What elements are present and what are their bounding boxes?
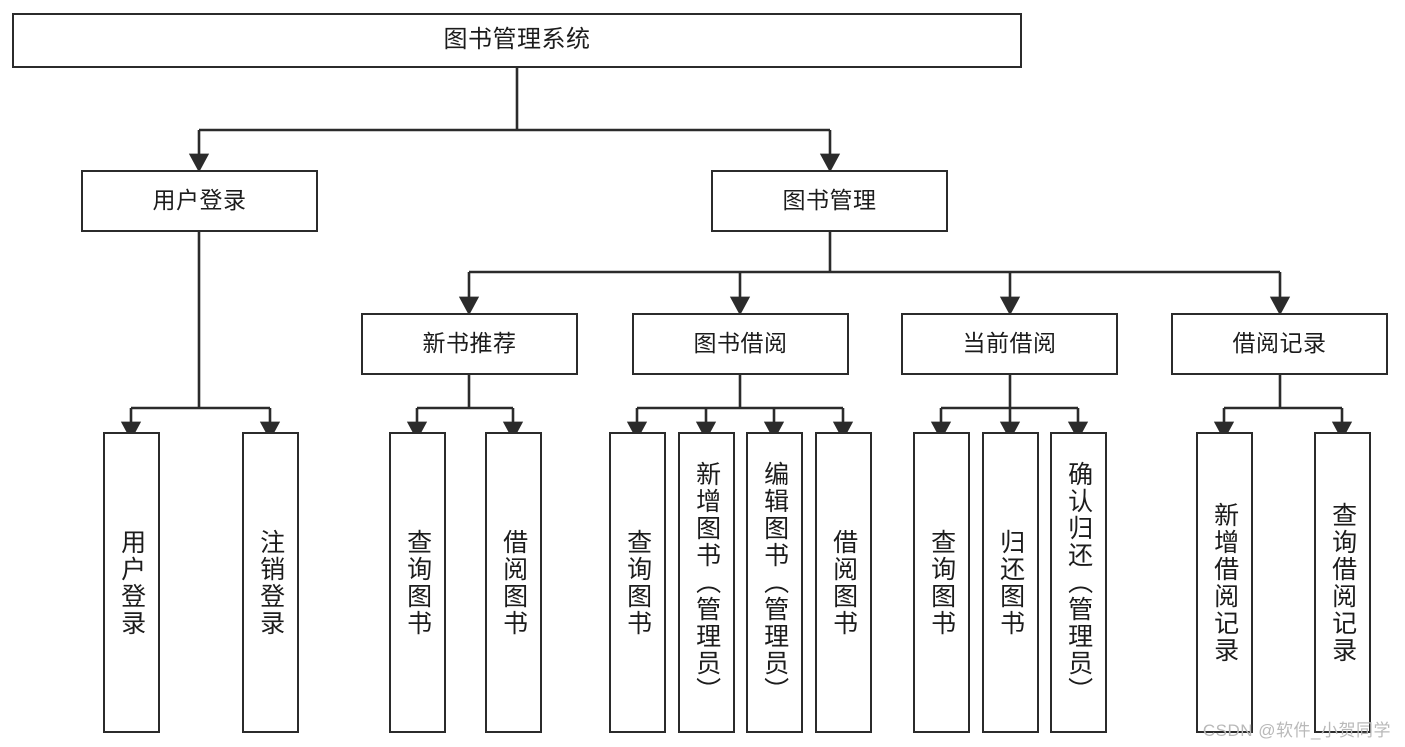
node-user-login[interactable]: 用户登录 [81,170,318,232]
leaf-current-return-book[interactable]: 归还图书 [982,432,1039,733]
node-book-borrowing[interactable]: 图书借阅 [632,313,849,375]
leaf-record-query-record[interactable]: 查询借阅记录 [1314,432,1371,733]
node-label: 注销登录 [256,528,285,637]
node-label: 图书管理 [782,187,877,214]
node-label: 借阅记录 [1232,330,1327,357]
node-label: 查询图书 [403,528,432,637]
node-new-book-recommendation[interactable]: 新书推荐 [361,313,578,375]
csdn-watermark: CSDN @软件_小贺同学 [1202,721,1391,740]
node-label: 图书借阅 [693,330,788,357]
leaf-borrow-query-book[interactable]: 查询图书 [609,432,666,733]
leaf-borrow-edit-book-admin[interactable]: 编辑图书（管理员） [746,432,803,733]
node-label: 确认归还（管理员） [1064,461,1093,704]
leaf-user-login-login[interactable]: 用户登录 [103,432,160,733]
node-label: 查询图书 [927,528,956,637]
node-root-system[interactable]: 图书管理系统 [12,13,1022,68]
node-borrowing-record[interactable]: 借阅记录 [1171,313,1388,375]
node-book-management[interactable]: 图书管理 [711,170,948,232]
node-label: 借阅图书 [499,528,528,637]
node-label: 编辑图书（管理员） [760,461,789,704]
node-label: 借阅图书 [829,528,858,637]
node-label: 新增借阅记录 [1210,501,1239,664]
leaf-new-book-borrow[interactable]: 借阅图书 [485,432,542,733]
node-label: 归还图书 [996,528,1025,637]
leaf-record-add-record[interactable]: 新增借阅记录 [1196,432,1253,733]
node-label: 新书推荐 [422,330,517,357]
node-label: 查询图书 [623,528,652,637]
leaf-new-book-query[interactable]: 查询图书 [389,432,446,733]
leaf-user-login-logout[interactable]: 注销登录 [242,432,299,733]
node-label: 图书管理系统 [443,26,591,54]
leaf-borrow-add-book-admin[interactable]: 新增图书（管理员） [678,432,735,733]
leaf-current-confirm-return-admin[interactable]: 确认归还（管理员） [1050,432,1107,733]
node-label: 新增图书（管理员） [692,461,721,704]
node-label: 查询借阅记录 [1328,501,1357,664]
node-label: 用户登录 [152,187,247,214]
leaf-current-query-book[interactable]: 查询图书 [913,432,970,733]
leaf-borrow-borrow-book[interactable]: 借阅图书 [815,432,872,733]
node-label: 用户登录 [117,528,146,637]
node-current-borrowing[interactable]: 当前借阅 [901,313,1118,375]
node-label: 当前借阅 [962,330,1057,357]
